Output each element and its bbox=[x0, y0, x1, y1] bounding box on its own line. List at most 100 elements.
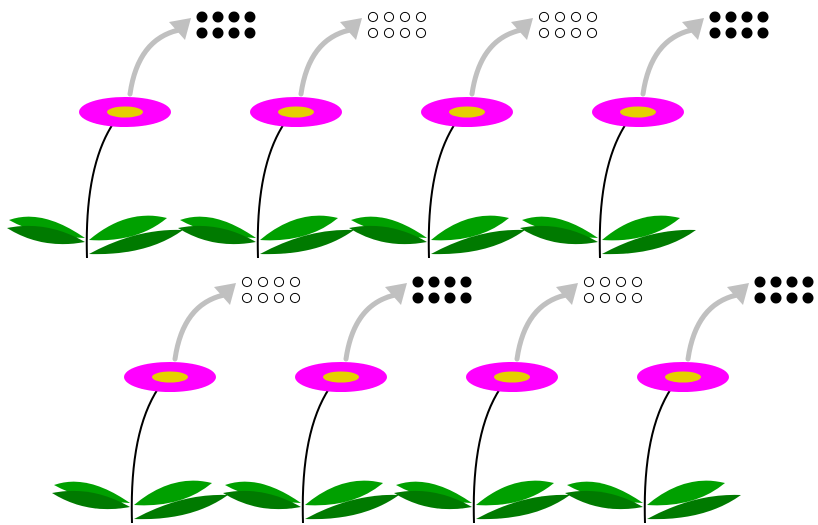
indicator-dot-empty bbox=[241, 292, 253, 304]
flower-1-4 bbox=[520, 11, 769, 259]
leaf-left-back bbox=[567, 481, 643, 503]
indicator-dot-empty bbox=[289, 292, 301, 304]
indicator-dot-filled bbox=[428, 276, 440, 288]
curved-arrow-shaft bbox=[685, 292, 740, 362]
flower-center bbox=[152, 371, 188, 383]
flower-1-3 bbox=[349, 11, 598, 259]
indicator-dot-filled bbox=[786, 276, 798, 288]
indicator-dot-filled bbox=[802, 292, 814, 304]
indicator-dot-filled bbox=[770, 276, 782, 288]
flower-center bbox=[665, 371, 701, 383]
flower-2-4 bbox=[565, 276, 814, 524]
indicator-dot-filled bbox=[754, 292, 766, 304]
indicator-dot-empty bbox=[415, 11, 427, 23]
dot-grid-2x4-icon bbox=[538, 11, 598, 39]
indicator-dot-empty bbox=[631, 276, 643, 288]
flower-2-1 bbox=[52, 276, 301, 524]
indicator-dot-filled bbox=[770, 292, 782, 304]
indicator-dot-empty bbox=[554, 27, 566, 39]
flower-stem bbox=[472, 382, 505, 524]
indicator-dot-filled bbox=[786, 292, 798, 304]
leaf-left-back bbox=[522, 216, 598, 238]
indicator-dot-empty bbox=[554, 11, 566, 23]
leaf-right-back bbox=[260, 215, 338, 241]
flower-stem bbox=[427, 117, 460, 259]
indicator-dot-empty bbox=[273, 276, 285, 288]
leaf-left-back bbox=[351, 216, 427, 238]
flower-1-1 bbox=[7, 11, 256, 259]
dot-grid-2x4-icon bbox=[583, 276, 643, 304]
dot-grid-2x4-icon bbox=[412, 276, 472, 304]
indicator-dot-empty bbox=[583, 292, 595, 304]
indicator-dot-empty bbox=[399, 11, 411, 23]
leaf-left-front bbox=[520, 225, 598, 245]
leaf-left-front bbox=[7, 225, 85, 245]
flower-stem bbox=[130, 382, 163, 524]
indicator-dot-filled bbox=[428, 292, 440, 304]
indicator-dot-filled bbox=[802, 276, 814, 288]
indicator-dot-filled bbox=[754, 276, 766, 288]
leaf-right-front bbox=[602, 229, 696, 255]
flower-stem bbox=[643, 382, 676, 524]
indicator-dot-filled bbox=[741, 11, 753, 23]
curved-arrow-head bbox=[169, 18, 191, 40]
leaf-right-back bbox=[476, 480, 554, 506]
flower-1-2 bbox=[178, 11, 427, 259]
curved-arrow-shaft bbox=[127, 27, 182, 97]
curved-arrow-head bbox=[556, 283, 578, 305]
leaf-left-front bbox=[565, 490, 643, 510]
indicator-dot-filled bbox=[228, 11, 240, 23]
leaf-right-back bbox=[602, 215, 680, 241]
indicator-dot-filled bbox=[412, 276, 424, 288]
flower-center bbox=[494, 371, 530, 383]
leaf-left-back bbox=[9, 216, 85, 238]
flower-center bbox=[107, 106, 143, 118]
leaf-left-front bbox=[349, 225, 427, 245]
curved-arrow-head bbox=[214, 283, 236, 305]
indicator-dot-empty bbox=[631, 292, 643, 304]
indicator-dot-filled bbox=[212, 27, 224, 39]
leaf-right-front bbox=[134, 494, 228, 520]
curved-arrow-shaft bbox=[298, 27, 353, 97]
indicator-dot-filled bbox=[757, 27, 769, 39]
curved-arrow-shaft bbox=[514, 292, 569, 362]
indicator-dot-empty bbox=[599, 292, 611, 304]
leaf-right-back bbox=[305, 480, 383, 506]
flower-stem bbox=[256, 117, 289, 259]
flower-stem bbox=[85, 117, 118, 259]
leaf-right-back bbox=[89, 215, 167, 241]
indicator-dot-filled bbox=[228, 27, 240, 39]
curved-arrow-head bbox=[340, 18, 362, 40]
curved-arrow-head bbox=[727, 283, 749, 305]
curved-arrow-shaft bbox=[469, 27, 524, 97]
indicator-dot-empty bbox=[538, 11, 550, 23]
indicator-dot-filled bbox=[725, 11, 737, 23]
indicator-dot-empty bbox=[615, 276, 627, 288]
leaf-left-back bbox=[225, 481, 301, 503]
indicator-dot-filled bbox=[757, 11, 769, 23]
flower-row-top bbox=[7, 11, 769, 259]
curved-arrow-shaft bbox=[343, 292, 398, 362]
indicator-dot-empty bbox=[586, 11, 598, 23]
leaf-left-back bbox=[180, 216, 256, 238]
leaf-right-front bbox=[431, 229, 525, 255]
dot-grid-2x4-icon bbox=[367, 11, 427, 39]
leaf-left-front bbox=[223, 490, 301, 510]
indicator-dot-empty bbox=[570, 27, 582, 39]
indicator-dot-empty bbox=[367, 11, 379, 23]
leaf-left-front bbox=[178, 225, 256, 245]
dot-grid-2x4-icon bbox=[709, 11, 769, 39]
indicator-dot-filled bbox=[412, 292, 424, 304]
indicator-dot-empty bbox=[383, 27, 395, 39]
flower-2-2 bbox=[223, 276, 472, 524]
indicator-dot-filled bbox=[460, 292, 472, 304]
indicator-dot-empty bbox=[257, 292, 269, 304]
leaf-right-front bbox=[89, 229, 183, 255]
indicator-dot-filled bbox=[244, 11, 256, 23]
indicator-dot-filled bbox=[725, 27, 737, 39]
indicator-dot-empty bbox=[615, 292, 627, 304]
leaf-left-back bbox=[54, 481, 130, 503]
indicator-dot-empty bbox=[383, 11, 395, 23]
indicator-dot-empty bbox=[583, 276, 595, 288]
